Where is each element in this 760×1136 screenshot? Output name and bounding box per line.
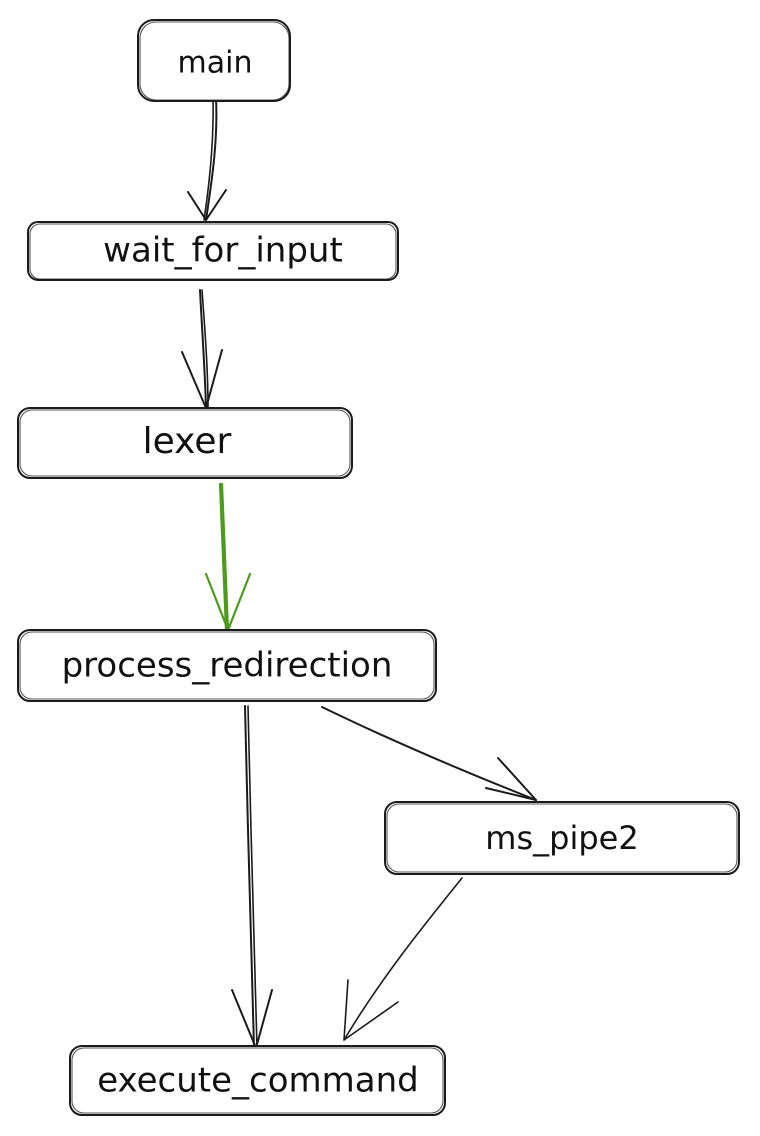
node-process-redirection-label: process_redirection — [62, 646, 393, 686]
edge-wait-for-input-to-lexer — [181, 289, 223, 409]
node-ms-pipe2: ms_pipe2 — [384, 801, 740, 875]
node-main-label: main — [178, 46, 253, 81]
node-lexer-label: lexer — [143, 421, 232, 462]
edge-main-to-wait-for-input — [187, 97, 227, 221]
node-execute-command: execute_command — [69, 1045, 446, 1116]
edge-lexer-to-process-redirection — [204, 482, 252, 632]
node-wait-for-input-label: wait_for_input — [103, 231, 343, 271]
node-process-redirection: process_redirection — [17, 629, 437, 702]
node-ms-pipe2-label: ms_pipe2 — [485, 819, 638, 857]
edge-ms-pipe2-to-execute-command — [343, 877, 463, 1041]
node-main: main — [137, 19, 291, 102]
edge-process-redirection-to-execute-command — [231, 705, 273, 1049]
node-wait-for-input: wait_for_input — [27, 221, 399, 281]
edge-process-redirection-to-ms-pipe2 — [321, 706, 537, 801]
node-execute-command-label: execute_command — [97, 1061, 419, 1101]
node-lexer: lexer — [17, 407, 353, 479]
